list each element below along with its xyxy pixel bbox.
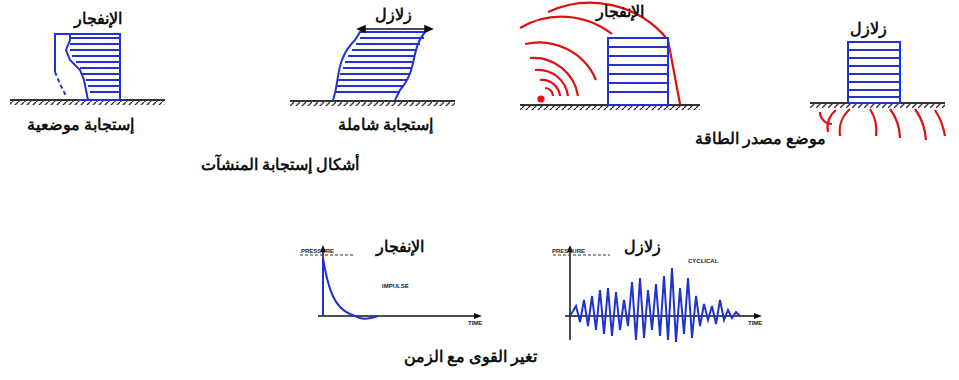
chart-title: الإنفجار [376,238,424,256]
source-label: موضع مصدر الطاقة [695,130,826,148]
blast-label: الإنفجار [74,10,122,28]
response-label: إستجابة موضعية [27,116,134,134]
axis-label: PRESSURE [301,248,334,255]
building-explosion [608,38,668,105]
explosion-waves [520,3,680,104]
axis-label: TIME [468,320,482,327]
blast-label: الإنفجار [596,3,644,21]
caption: تغير القوى مع الزمن [404,348,537,366]
ground [10,100,945,110]
building-local [55,34,120,100]
building-global [333,32,425,100]
section-title: أشكال إستجابة المنشآت [201,156,359,174]
curve-label: IMPULSE [382,283,409,290]
quake-label: زلازل [850,20,887,38]
axis-label: PRESSURE [552,248,585,255]
quake-label: زلازل [375,6,412,24]
double-arrow [358,26,432,32]
response-label: إستجابة شاملة [338,116,433,134]
building-earthquake [848,42,900,103]
chart-title: زلازل [624,238,661,256]
cyclical-chart [553,245,762,342]
curve-label: CYCLICAL [688,258,718,265]
seismic-waves [820,109,945,140]
axis-label: TIME [748,320,762,327]
impulse-chart [300,245,482,319]
